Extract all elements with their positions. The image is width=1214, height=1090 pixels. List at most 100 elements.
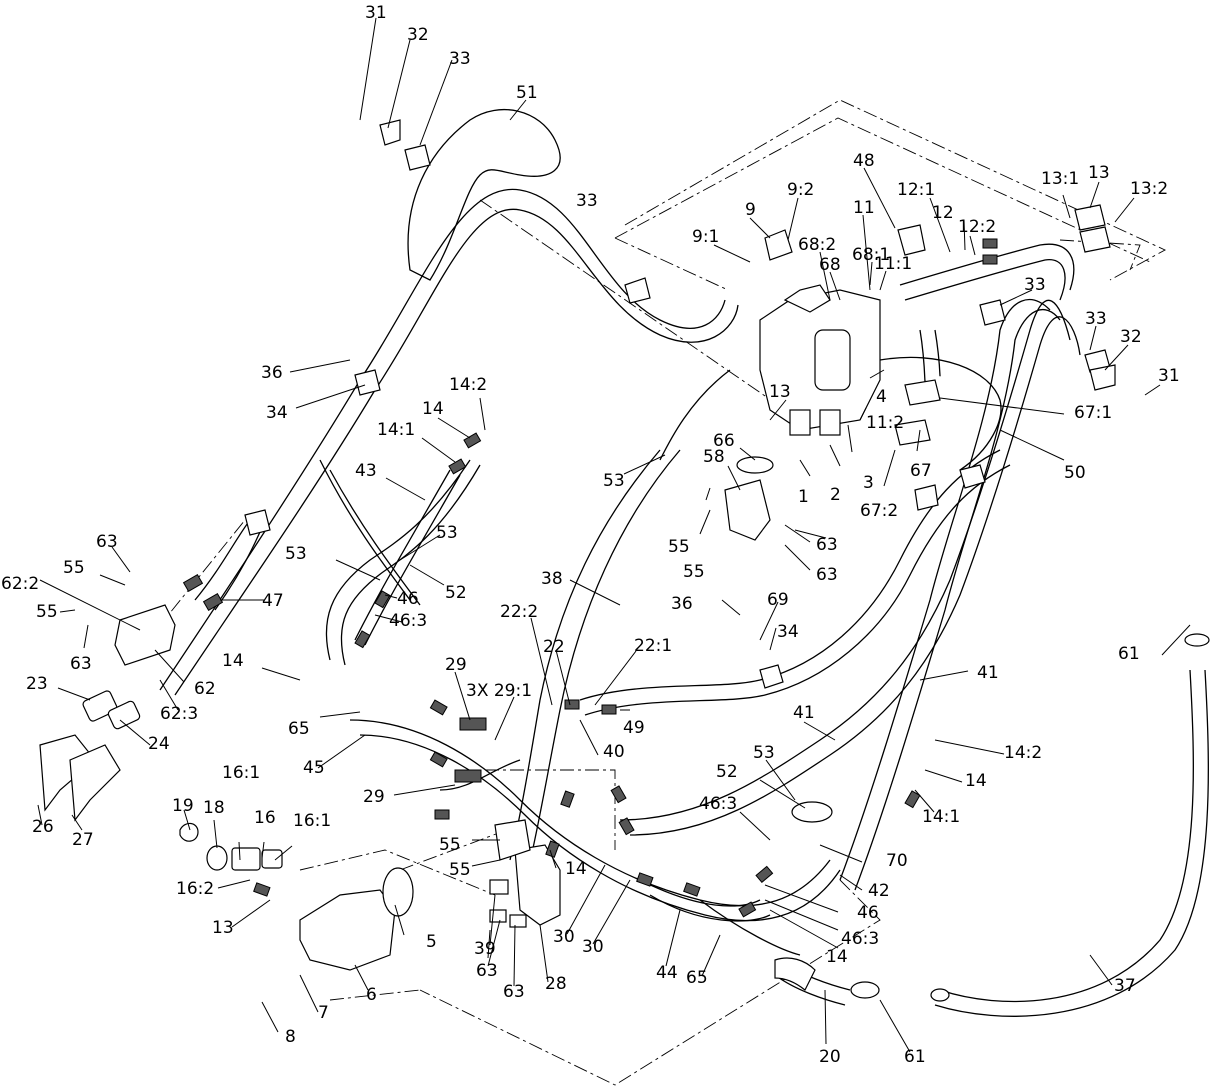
callout: 29 xyxy=(445,655,467,675)
quick-coupler-24 xyxy=(107,700,141,730)
callout: 31 xyxy=(1158,366,1180,386)
callout: 63 xyxy=(503,982,525,1002)
suction-hose-20 xyxy=(774,957,816,991)
callout: 68:2 xyxy=(798,235,836,255)
callout: 4 xyxy=(876,387,887,407)
callout: 46:3 xyxy=(389,611,427,631)
coupler-plate xyxy=(114,604,176,666)
callout: 33 xyxy=(1024,275,1046,295)
callout: 11:1 xyxy=(874,254,912,274)
callout: 36 xyxy=(671,594,693,614)
components xyxy=(39,119,1210,1002)
callout: 50 xyxy=(1064,463,1086,483)
callout: 33 xyxy=(449,49,471,69)
callout: 1 xyxy=(798,487,809,507)
callout: 53 xyxy=(753,743,775,763)
callout: 46 xyxy=(397,589,419,609)
callout: 55 xyxy=(683,562,705,582)
callout: 62:3 xyxy=(160,704,198,724)
callout: 43 xyxy=(355,461,377,481)
callout: 70 xyxy=(886,851,908,871)
callout: 53 xyxy=(285,544,307,564)
callout: 12:1 xyxy=(897,180,935,200)
callout: 67:2 xyxy=(860,501,898,521)
callout: 14 xyxy=(222,651,244,671)
phantom-outlines xyxy=(139,99,1167,1086)
callout: 46 xyxy=(857,903,879,923)
callout: 16:1 xyxy=(293,811,331,831)
callout-labels: 31 32 33 51 9:2 9 9:1 48 12:1 12 12:2 13… xyxy=(1,3,1180,1067)
callout: 6 xyxy=(366,985,377,1005)
callout: 9 xyxy=(745,200,756,220)
callout: 14:1 xyxy=(377,420,415,440)
callout: 61 xyxy=(904,1047,926,1067)
callout: 9:1 xyxy=(692,227,719,247)
callout: 23 xyxy=(26,674,48,694)
callout: 65 xyxy=(686,968,708,988)
callout: 55 xyxy=(439,835,461,855)
callout: 41 xyxy=(977,663,999,683)
callout: 14:1 xyxy=(922,807,960,827)
callout: 3 xyxy=(863,473,874,493)
callout: 18 xyxy=(203,798,225,818)
callout: 14:2 xyxy=(449,375,487,395)
callout: 52 xyxy=(716,762,738,782)
callout: 41 xyxy=(793,703,815,723)
callout: 55 xyxy=(668,537,690,557)
callout: 27 xyxy=(72,830,94,850)
callout: 19 xyxy=(172,796,194,816)
hydraulic-pump xyxy=(299,889,396,971)
callout: 13:2 xyxy=(1130,179,1168,199)
callout: 29 xyxy=(363,787,385,807)
callout: 53 xyxy=(436,523,458,543)
pump-gasket xyxy=(382,867,414,917)
callout: 22:2 xyxy=(500,602,538,622)
callout: 47 xyxy=(262,591,284,611)
callout: 48 xyxy=(853,151,875,171)
dust-cap-right xyxy=(69,744,121,822)
callout: 5 xyxy=(426,932,437,952)
callout: 20 xyxy=(819,1047,841,1067)
callout: 9:2 xyxy=(787,180,814,200)
callout: 69 xyxy=(767,590,789,610)
callout: 65 xyxy=(288,719,310,739)
callout: 49 xyxy=(623,718,645,738)
callout: 13 xyxy=(212,918,234,938)
callout: 14:2 xyxy=(1004,743,1042,763)
callout: 52 xyxy=(445,583,467,603)
callout: 13 xyxy=(1088,163,1110,183)
callout: 22 xyxy=(543,637,565,657)
hose-clamp-52 xyxy=(791,801,833,823)
callout: 51 xyxy=(516,83,538,103)
callout: 62 xyxy=(194,679,216,699)
callout: 14 xyxy=(826,947,848,967)
callout: 7 xyxy=(318,1003,329,1023)
strainer-funnel xyxy=(736,456,774,474)
bracket-plate xyxy=(724,479,771,541)
callout: 16:1 xyxy=(222,763,260,783)
callout: 30 xyxy=(582,937,604,957)
callout: 11 xyxy=(853,198,875,218)
callout: 14 xyxy=(565,859,587,879)
callout: 63 xyxy=(816,565,838,585)
callout: 55 xyxy=(36,602,58,622)
mount-bracket-28 xyxy=(514,844,561,926)
callout: 3X 29:1 xyxy=(466,681,532,701)
callout: 24 xyxy=(148,734,170,754)
callout: 32 xyxy=(407,25,429,45)
callout: 32 xyxy=(1120,327,1142,347)
callout: 55 xyxy=(63,558,85,578)
callout: 42 xyxy=(868,881,890,901)
callout: 44 xyxy=(656,963,678,983)
callout: 55 xyxy=(449,860,471,880)
callout: 63 xyxy=(816,535,838,555)
callout: 33 xyxy=(576,191,598,211)
callout: 16 xyxy=(254,808,276,828)
callout: 31 xyxy=(365,3,387,23)
leader-lines xyxy=(37,17,1191,1053)
callout: 14 xyxy=(965,771,987,791)
callout: 2 xyxy=(830,485,841,505)
hose-clamp-61-top xyxy=(1184,633,1210,647)
callout: 12:2 xyxy=(958,217,996,237)
callout: 8 xyxy=(285,1027,296,1047)
